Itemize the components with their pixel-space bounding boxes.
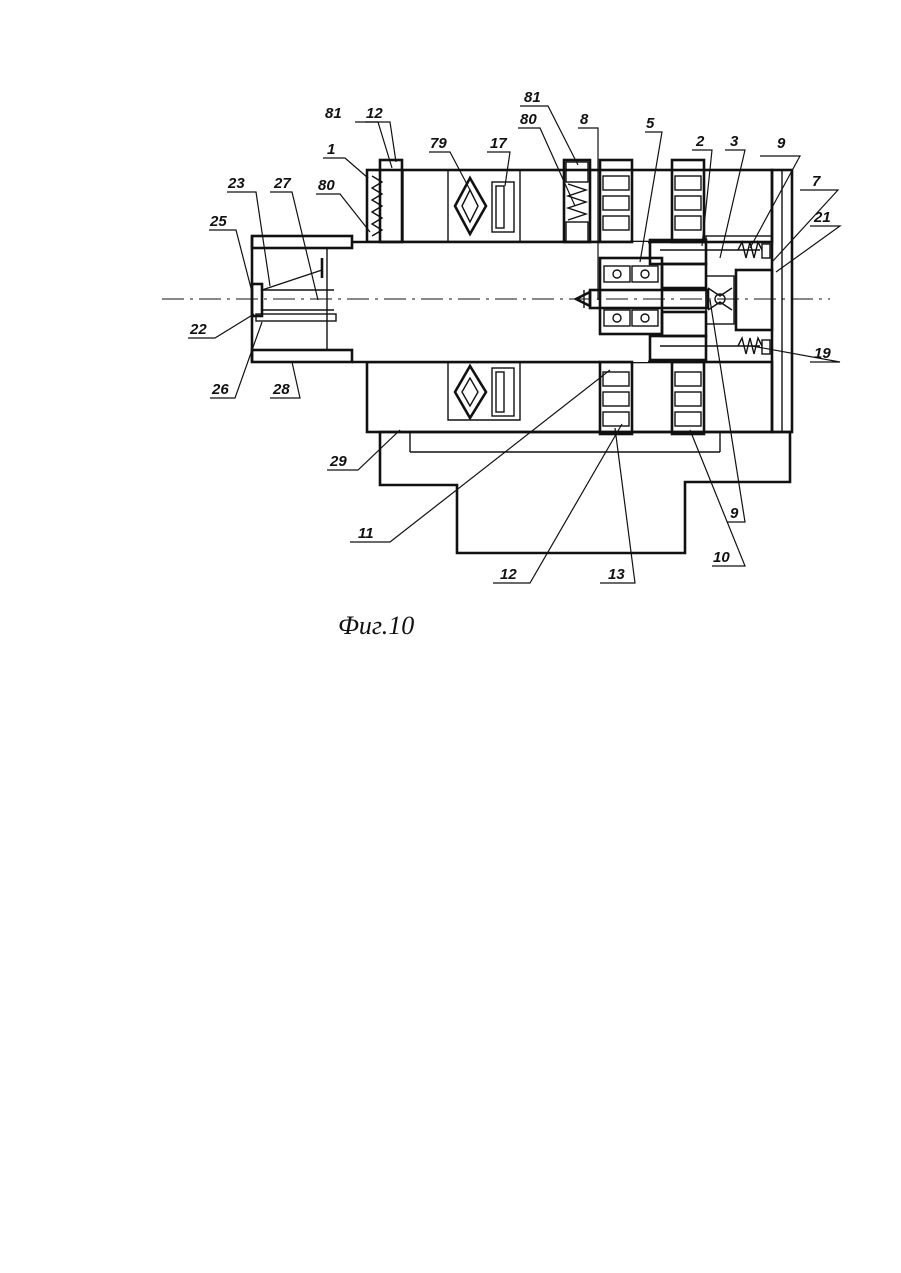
label-25: 25 <box>209 213 227 230</box>
label-81-mid: 81 <box>524 89 541 106</box>
label-79: 79 <box>430 135 447 152</box>
label-10: 10 <box>713 549 730 566</box>
coupling <box>706 270 772 330</box>
figure-caption: Фиг.10 <box>338 611 414 640</box>
label-80-mid: 80 <box>520 111 537 128</box>
bearing-lower-right <box>672 362 704 434</box>
label-27: 27 <box>273 175 291 192</box>
label-13: 13 <box>608 566 625 583</box>
label-19: 19 <box>814 345 831 362</box>
label-17: 17 <box>490 135 507 152</box>
label-9-bottom: 9 <box>730 505 739 522</box>
label-26: 26 <box>211 381 229 398</box>
base-support <box>380 432 790 553</box>
label-28: 28 <box>272 381 290 398</box>
end-cover <box>706 170 792 432</box>
label-1: 1 <box>327 141 335 158</box>
label-12-left: 12 <box>366 105 383 122</box>
middle-spring-pack <box>564 160 590 242</box>
label-5: 5 <box>646 115 655 132</box>
label-11: 11 <box>358 525 374 542</box>
return-springs <box>738 242 770 354</box>
label-12-bottom: 12 <box>500 566 517 583</box>
bearing-lower-left <box>600 362 632 434</box>
label-7: 7 <box>812 173 821 190</box>
left-spring-pack <box>367 160 403 242</box>
bearing-upper-left <box>600 160 632 242</box>
label-2: 2 <box>695 133 705 150</box>
label-81-left: 81 <box>325 105 342 122</box>
label-29: 29 <box>329 453 347 470</box>
bearing-upper-right <box>672 160 704 242</box>
label-23: 23 <box>227 175 245 192</box>
spindle-bore <box>352 242 648 362</box>
label-9-top: 9 <box>777 135 786 152</box>
label-80-left: 80 <box>318 177 335 194</box>
piston-lower <box>650 312 760 360</box>
label-3: 3 <box>730 133 739 150</box>
label-22: 22 <box>189 321 207 338</box>
label-21: 21 <box>813 209 831 226</box>
label-8: 8 <box>580 111 589 128</box>
